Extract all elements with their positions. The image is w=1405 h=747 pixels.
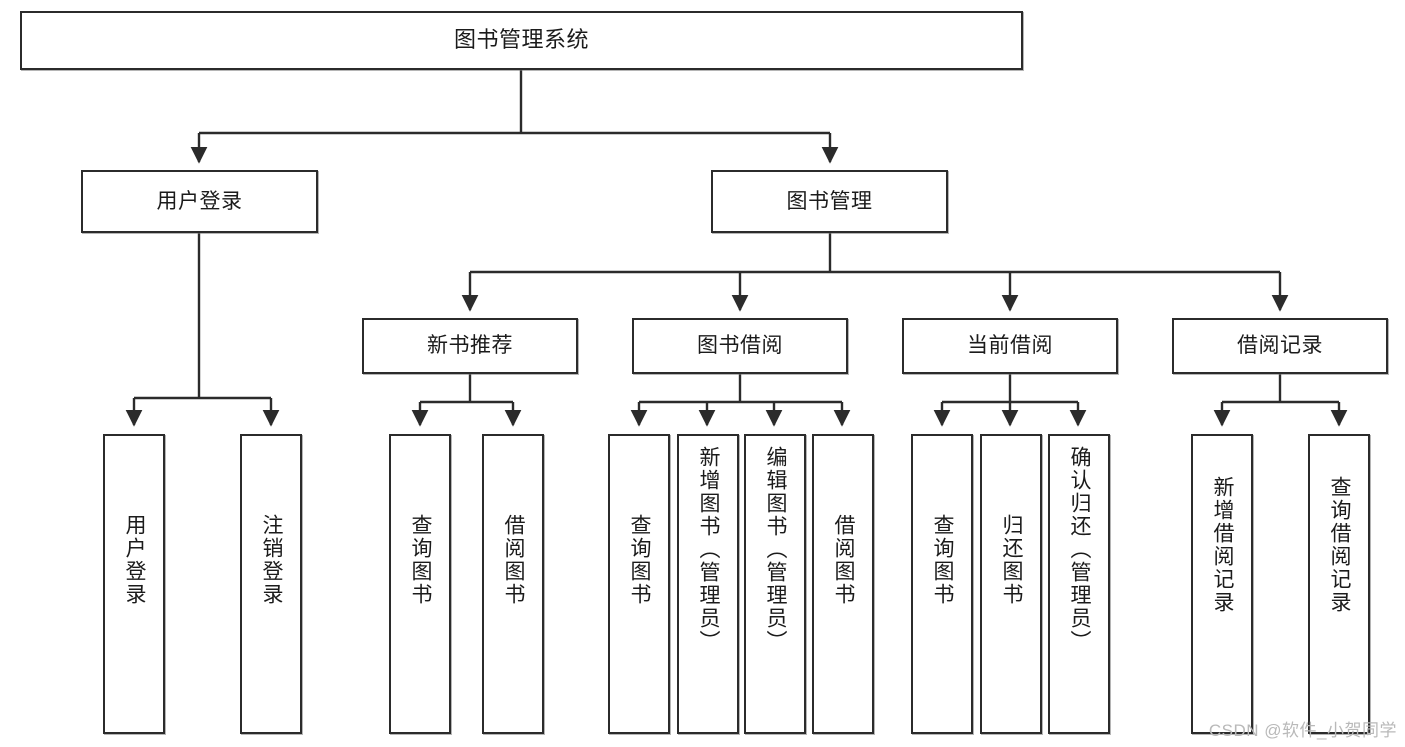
leaf-return-book-label: 归还图书 <box>1000 514 1024 606</box>
leaf-add-book[interactable]: 新增图书（管理员） <box>677 434 739 734</box>
node-root-label: 图书管理系统 <box>453 27 589 53</box>
leaf-borrow-book-1-label: 借阅图书 <box>502 514 526 606</box>
leaf-query-record-label: 查询借阅记录 <box>1328 476 1352 614</box>
leaf-confirm-return-label: 确认归还（管理员） <box>1068 446 1092 653</box>
leaf-query-record[interactable]: 查询借阅记录 <box>1308 434 1370 734</box>
node-borrow-record-label: 借阅记录 <box>1237 334 1323 358</box>
leaf-return-book[interactable]: 归还图书 <box>980 434 1042 734</box>
leaf-borrow-book-1[interactable]: 借阅图书 <box>482 434 544 734</box>
node-new-book-recommend[interactable]: 新书推荐 <box>362 318 578 374</box>
leaf-confirm-return[interactable]: 确认归还（管理员） <box>1048 434 1110 734</box>
leaf-add-record-label: 新增借阅记录 <box>1211 476 1235 614</box>
leaf-logout-login[interactable]: 注销登录 <box>240 434 302 734</box>
leaf-query-book-3-label: 查询图书 <box>931 514 955 606</box>
leaf-query-book-1-label: 查询图书 <box>409 514 433 606</box>
leaf-borrow-book-2-label: 借阅图书 <box>832 514 856 606</box>
node-root[interactable]: 图书管理系统 <box>20 11 1023 70</box>
node-borrow-record[interactable]: 借阅记录 <box>1172 318 1388 374</box>
leaf-borrow-book-2[interactable]: 借阅图书 <box>812 434 874 734</box>
leaf-edit-book[interactable]: 编辑图书（管理员） <box>744 434 806 734</box>
node-book-borrow-label: 图书借阅 <box>697 334 783 358</box>
leaf-query-book-3[interactable]: 查询图书 <box>911 434 973 734</box>
leaf-logout-login-label: 注销登录 <box>260 514 284 606</box>
leaf-user-login[interactable]: 用户登录 <box>103 434 165 734</box>
node-book-borrow[interactable]: 图书借阅 <box>632 318 848 374</box>
leaf-query-book-2-label: 查询图书 <box>628 514 652 606</box>
leaf-add-record[interactable]: 新增借阅记录 <box>1191 434 1253 734</box>
leaf-edit-book-label: 编辑图书（管理员） <box>764 446 788 653</box>
node-current-borrow[interactable]: 当前借阅 <box>902 318 1118 374</box>
node-book-management[interactable]: 图书管理 <box>711 170 948 233</box>
node-new-book-recommend-label: 新书推荐 <box>427 334 513 358</box>
leaf-user-login-label: 用户登录 <box>123 514 147 606</box>
leaf-query-book-2[interactable]: 查询图书 <box>608 434 670 734</box>
node-book-management-label: 图书管理 <box>786 189 873 213</box>
node-user-login-label: 用户登录 <box>156 189 243 213</box>
leaf-add-book-label: 新增图书（管理员） <box>697 446 721 653</box>
node-user-login[interactable]: 用户登录 <box>81 170 318 233</box>
node-current-borrow-label: 当前借阅 <box>967 334 1053 358</box>
leaf-query-book-1[interactable]: 查询图书 <box>389 434 451 734</box>
